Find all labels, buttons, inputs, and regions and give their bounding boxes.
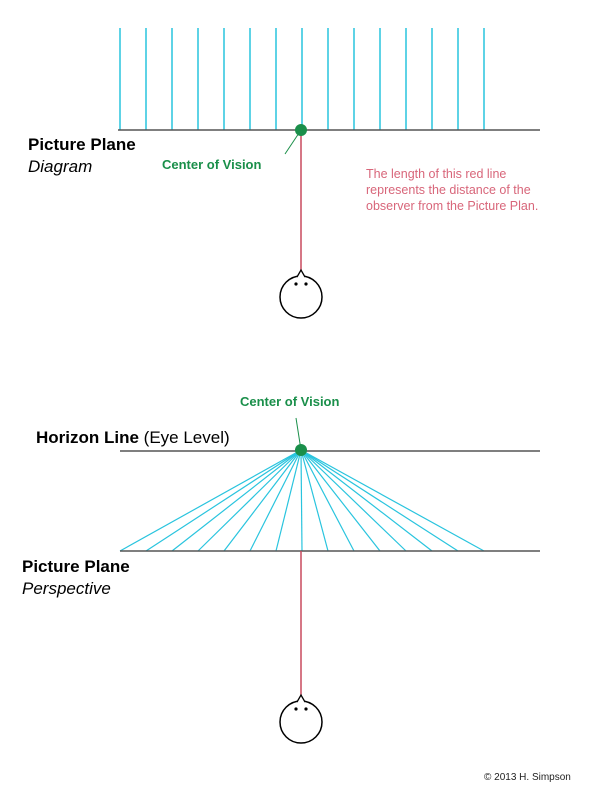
- copyright: © 2013 H. Simpson: [484, 772, 571, 783]
- horizon-line-label: Horizon Line (Eye Level): [36, 428, 230, 448]
- converging-ray: [197, 449, 302, 552]
- center-of-vision-dot: [295, 124, 307, 136]
- center-of-vision-label: Center of Vision: [162, 157, 262, 172]
- center-of-vision-label: Center of Vision: [240, 394, 340, 409]
- horizon-line-title: Horizon Line: [36, 428, 139, 447]
- converging-ray: [300, 449, 355, 552]
- distance-note: The length of this red line represents t…: [366, 167, 539, 213]
- converging-ray: [300, 449, 381, 552]
- projection-lines: [119, 28, 485, 130]
- converging-ray: [300, 449, 433, 552]
- picture-plane-title: Picture Plane: [22, 557, 130, 576]
- converging-ray: [119, 449, 302, 552]
- picture-plane-title: Picture Plane: [28, 135, 136, 154]
- converging-ray: [145, 449, 302, 552]
- perspective-subtitle: Perspective: [22, 579, 111, 598]
- observer-head-icon: [279, 693, 323, 744]
- observer-head-icon: [279, 268, 323, 319]
- converging-ray: [300, 449, 485, 552]
- converging-ray: [249, 449, 302, 552]
- converging-ray: [223, 449, 302, 552]
- bottom-diagram: [119, 417, 540, 744]
- converging-ray: [171, 449, 302, 552]
- converging-ray: [300, 449, 459, 552]
- converging-lines: [119, 449, 485, 552]
- eye-level-note: (Eye Level): [138, 428, 230, 447]
- center-of-vision-dot: [295, 444, 307, 456]
- converging-ray: [300, 449, 407, 552]
- top-diagram: [118, 28, 540, 319]
- converging-ray: [300, 449, 329, 552]
- converging-ray: [275, 449, 302, 552]
- converging-ray: [300, 449, 303, 552]
- diagram-subtitle: Diagram: [28, 157, 93, 176]
